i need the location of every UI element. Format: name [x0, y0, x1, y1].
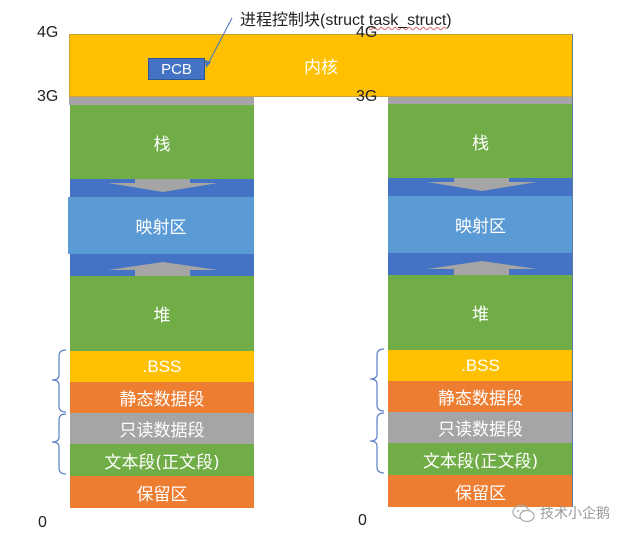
right-bss: .BSS: [388, 350, 573, 381]
left-rodata-label: 只读数据段: [119, 421, 205, 441]
left-data-label: 静态数据段: [119, 390, 205, 410]
left-axis-0: 0: [38, 514, 47, 531]
left-axis-4g: 4G: [37, 24, 59, 41]
right-mmap-label: 映射区: [455, 217, 506, 237]
left-heap: 堆: [70, 276, 254, 351]
left-axis-3g: 3G: [37, 88, 59, 105]
watermark-text: 技术小企鹅: [540, 506, 610, 522]
annotation-cn-text: 进程控制块: [240, 10, 321, 29]
right-bss-label: .BSS: [461, 355, 500, 375]
right-axis-4g: 4G: [356, 24, 378, 41]
right-rodata: 只读数据段: [388, 412, 573, 443]
right-axis-0: 0: [358, 512, 367, 529]
left-stack-label: 栈: [153, 134, 171, 155]
left-reserved: 保留区: [70, 476, 254, 508]
left-bss: .BSS: [70, 351, 254, 382]
right-mmap: 映射区: [388, 196, 573, 253]
left-heap-label: 堆: [153, 306, 171, 326]
right-down-arrow-icon: [427, 178, 537, 191]
right-text-label: 文本段(正文段): [422, 451, 539, 472]
left-data: 静态数据段: [70, 382, 254, 413]
left-mmap-label: 映射区: [135, 218, 187, 238]
annotation-code-suffix: ): [446, 12, 452, 29]
left-mmap: 映射区: [68, 197, 254, 254]
right-stack-label: 栈: [472, 133, 489, 154]
right-reserved: 保留区: [388, 475, 573, 507]
right-column-border: [572, 34, 573, 507]
right-axis-3g: 3G: [356, 88, 378, 105]
right-heap: 堆: [388, 275, 573, 350]
kernel-label: 内核: [304, 58, 338, 78]
pcb-box: PCB: [148, 58, 205, 80]
pcb-label: PCB: [161, 60, 192, 78]
left-braces-icon: [51, 349, 67, 475]
pcb-annotation: 进程控制块(struct task_struct): [240, 6, 452, 30]
right-data: 静态数据段: [388, 381, 573, 412]
left-stack: 栈: [70, 105, 254, 179]
right-rodata-label: 只读数据段: [438, 420, 523, 440]
annotation-code-prefix: (struct: [320, 12, 369, 29]
right-stack: 栈: [388, 104, 573, 178]
left-text: 文本段(正文段): [70, 444, 254, 476]
wechat-icon: [512, 504, 535, 523]
left-guard-gap: [69, 97, 254, 105]
left-rodata: 只读数据段: [70, 413, 254, 444]
right-guard-gap: [388, 97, 573, 104]
left-up-arrow-icon: [108, 262, 218, 276]
left-bss-label: .BSS: [142, 356, 182, 376]
left-text-label: 文本段(正文段): [104, 452, 220, 473]
right-reserved-label: 保留区: [455, 483, 506, 504]
right-heap-label: 堆: [472, 305, 489, 325]
watermark: 技术小企鹅: [512, 503, 610, 523]
right-up-arrow-icon: [427, 261, 537, 275]
right-data-label: 静态数据段: [438, 389, 523, 409]
right-braces-icon: [369, 348, 385, 474]
left-reserved-label: 保留区: [136, 484, 188, 505]
right-text: 文本段(正文段): [388, 443, 573, 475]
left-down-arrow-icon: [108, 179, 218, 192]
annotation-code-name: task_struct: [368, 12, 447, 29]
